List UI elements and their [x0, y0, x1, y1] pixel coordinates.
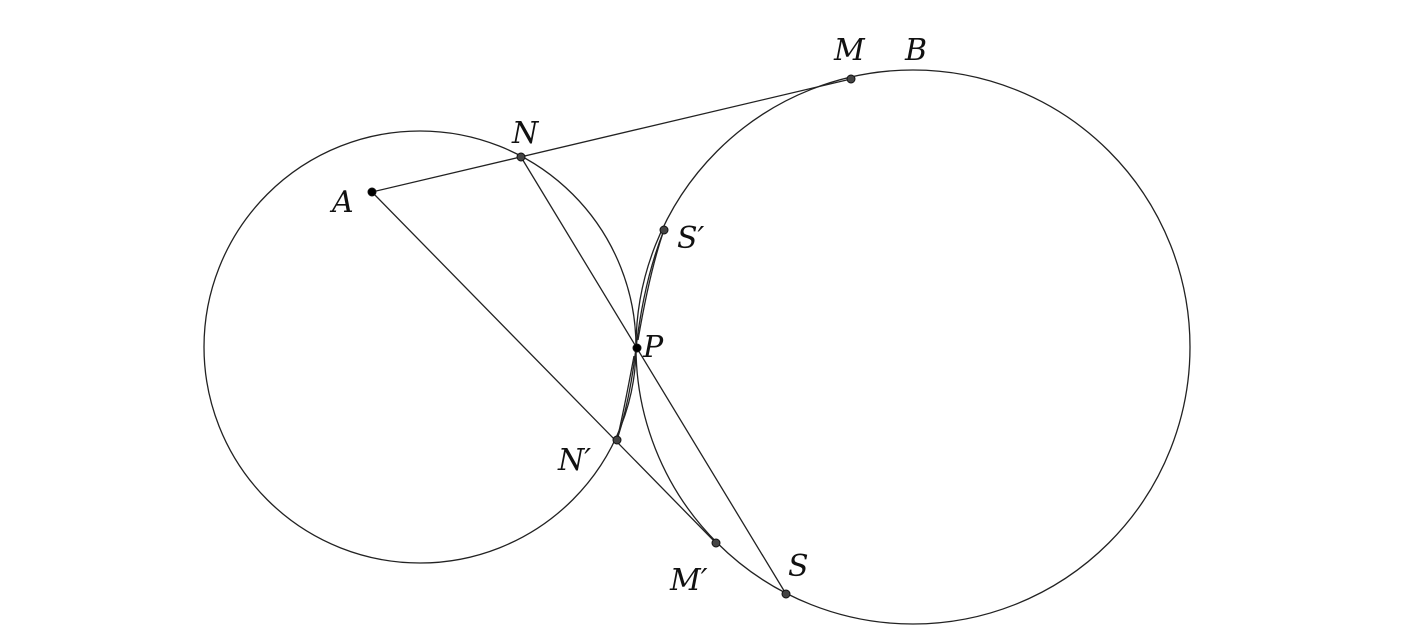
label-n: N: [511, 116, 540, 151]
label-m-prime: M′: [669, 563, 708, 598]
line-a-m-prime: [371, 191, 717, 544]
label-m: M: [833, 33, 866, 68]
label-b: B: [904, 33, 927, 68]
line-a-m: [371, 78, 852, 193]
point-n-prime: [612, 435, 622, 445]
arc-s-prime-p-2: [637, 229, 665, 341]
point-p: [632, 343, 642, 353]
label-a: A: [329, 185, 354, 220]
point-m: [846, 74, 856, 84]
point-a: [367, 187, 377, 197]
point-n: [516, 152, 526, 162]
label-n-prime: N′: [557, 443, 591, 478]
point-m-prime: [711, 538, 721, 548]
label-p: P: [642, 330, 664, 365]
point-s-prime: [659, 225, 669, 235]
label-s: S: [788, 549, 809, 584]
arc-p-n-prime-1: [616, 347, 637, 441]
circle-a: [203, 130, 637, 564]
label-s-prime: S′: [677, 221, 705, 256]
point-s: [781, 589, 791, 599]
line-n-s: [520, 156, 787, 595]
arc-p-n-prime-2: [616, 355, 635, 441]
